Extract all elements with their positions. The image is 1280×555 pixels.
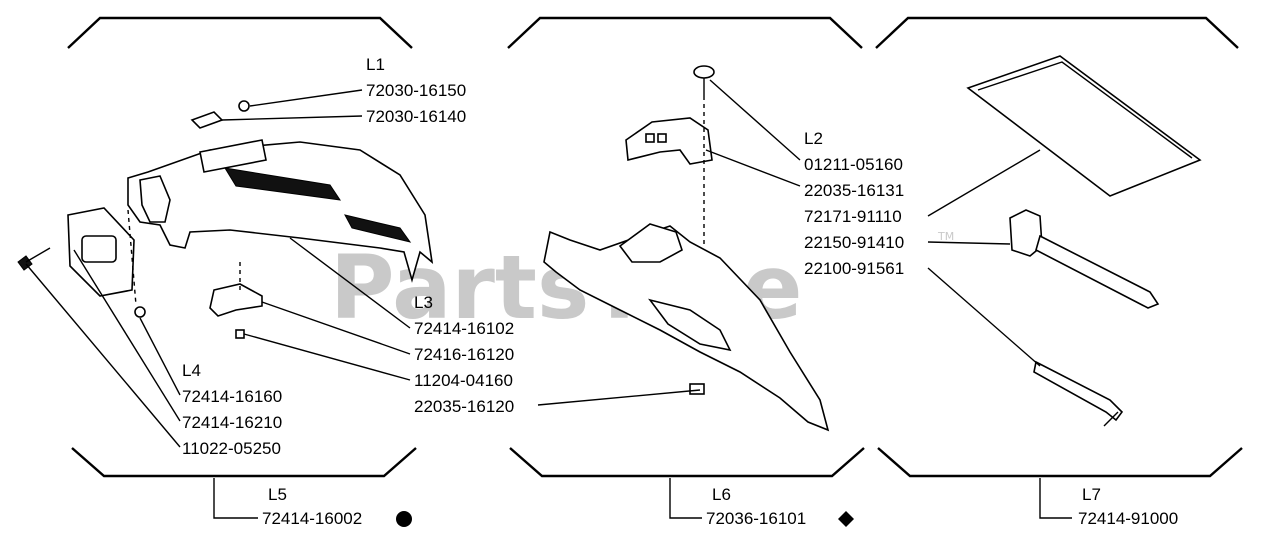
hex-key-icon: [1033, 360, 1124, 427]
side-plate-icon: [67, 207, 135, 297]
middle-panel-bottom-bracket: [509, 447, 865, 478]
bolt-icon: [17, 247, 51, 271]
bracket-icon: [625, 117, 713, 165]
label-l4: L4: [182, 361, 201, 380]
l6-leader: [669, 478, 702, 519]
blade-guard-icon: [543, 223, 830, 432]
nut-icon: [689, 383, 705, 395]
bolt-icon: [693, 65, 715, 96]
part-number-72414-16160: 72414-16160: [182, 387, 282, 406]
label-l7: L7: [1082, 485, 1101, 504]
part-number-72030-16140: 72030-16140: [366, 107, 466, 126]
part-number-11204-04160: 11204-04160: [414, 371, 513, 390]
part-number-72416-16120: 72416-16120: [414, 345, 514, 364]
l7-leader: [1039, 478, 1072, 519]
part-number-72030-16150: 72030-16150: [366, 81, 466, 100]
label-l3: L3: [414, 293, 433, 312]
left-panel-bottom-bracket: [71, 447, 417, 478]
part-number-01211-05160: 01211-05160: [804, 155, 903, 174]
label-l2: L2: [804, 129, 823, 148]
manual-booklet-icon: [966, 55, 1202, 197]
socket-wrench-icon: [1009, 209, 1160, 309]
right-panel-bottom-bracket: [877, 447, 1243, 478]
part-number-72171-91110: 72171-91110: [804, 207, 902, 226]
watermark-trademark: TM: [937, 230, 954, 243]
part-number-72414-16102: 72414-16102: [414, 319, 514, 338]
assembly-number-72414-16002: 72414-16002: [262, 509, 362, 528]
part-number-22100-91561: 22100-91561: [804, 259, 904, 278]
part-number-22035-16131: 22035-16131: [804, 181, 904, 200]
engine-cover-icon: [127, 100, 434, 283]
filled-diamond-icon: [838, 511, 854, 527]
part-number-11022-05250: 11022-05250: [182, 439, 281, 458]
left-panel-top-bracket: [67, 16, 413, 49]
filled-circle-icon: [396, 511, 412, 527]
bracket-icon: [209, 283, 263, 339]
part-number-22035-16120: 22035-16120: [414, 397, 514, 416]
right-panel-top-bracket: [875, 16, 1239, 49]
part-number-22150-91410: 22150-91410: [804, 233, 904, 252]
label-l5: L5: [268, 485, 287, 504]
nut-icon: [134, 306, 146, 318]
l5-leader: [213, 478, 258, 519]
label-l6: L6: [712, 485, 731, 504]
assembly-number-72036-16101: 72036-16101: [706, 509, 806, 528]
middle-panel-top-bracket: [507, 16, 863, 49]
label-l1: L1: [366, 55, 385, 74]
assembly-number-72414-91000: 72414-91000: [1078, 509, 1178, 528]
part-number-72414-16210: 72414-16210: [182, 413, 282, 432]
